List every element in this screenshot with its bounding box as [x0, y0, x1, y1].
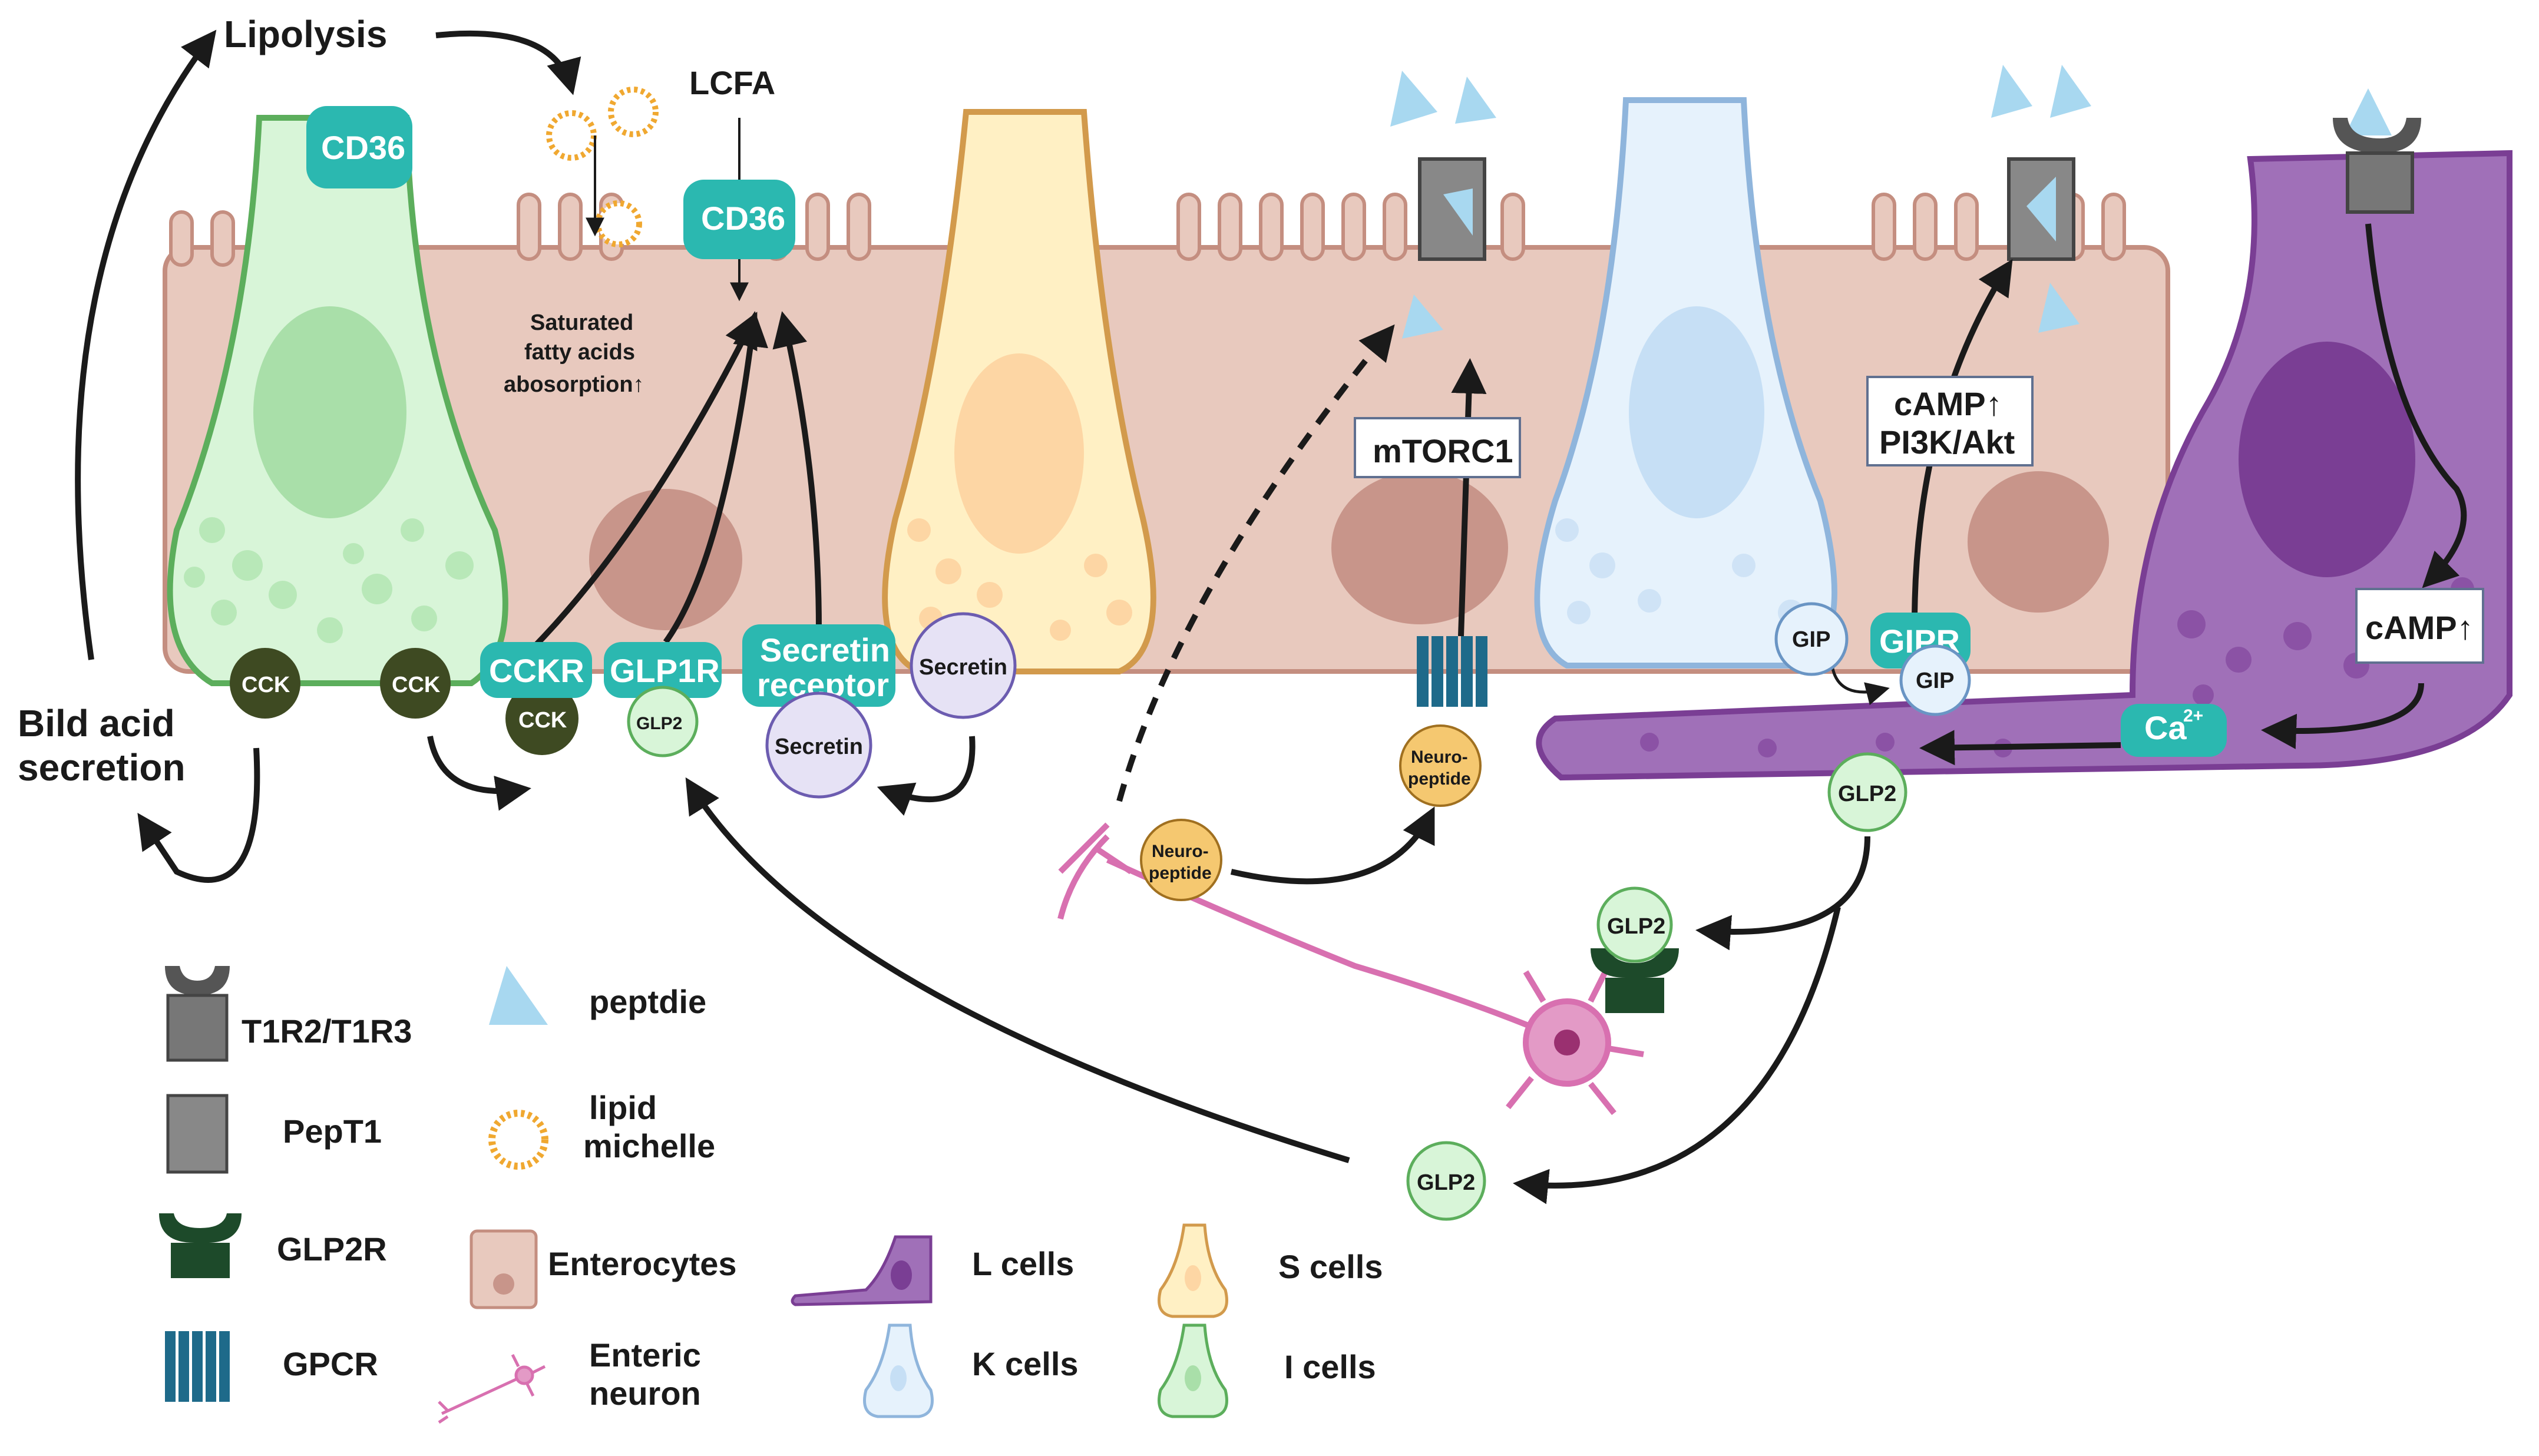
neuropeptide-a: Neuro- peptide — [1399, 724, 1482, 807]
svg-text:peptide: peptide — [1408, 769, 1471, 789]
camp-lcell-box: cAMP↑ — [2355, 588, 2484, 664]
svg-text:Secretin: Secretin — [775, 734, 863, 759]
svg-text:Ca: Ca — [2144, 709, 2187, 746]
legend-icell-icon — [1158, 1323, 1228, 1418]
legend-scells-label: S cells — [1278, 1248, 1383, 1285]
glp2-circle-c: GLP2 — [1406, 1141, 1486, 1221]
legend-enterocyte-icon — [470, 1229, 538, 1309]
secretin-circle-1: Secretin — [910, 612, 1017, 719]
legend-neuron-icon — [438, 1354, 546, 1424]
secretin-receptor-box: Secretin receptor — [742, 624, 895, 707]
legend-scell-icon — [1158, 1223, 1228, 1318]
svg-text:Secretin: Secretin — [760, 631, 890, 669]
legend-kcells-label: K cells — [972, 1345, 1079, 1382]
t1r-receptor — [2333, 118, 2421, 214]
svg-text:Secretin: Secretin — [919, 655, 1007, 680]
svg-text:GLP2: GLP2 — [1838, 782, 1896, 806]
legend-t1r-label: T1R2/T1R3 — [242, 1012, 412, 1050]
legend-enterocytes-label: Enterocytes — [548, 1245, 737, 1282]
gip-circle-1: GIP — [1774, 602, 1849, 676]
lcfa-label: LCFA — [689, 64, 775, 101]
cd36-entero-label: CD36 — [701, 200, 785, 237]
svg-text:mTORC1: mTORC1 — [1373, 432, 1513, 469]
legend-lcells-label: L cells — [972, 1245, 1074, 1282]
pept1-transporter — [1418, 157, 2075, 261]
glp1r-box: GLP1R — [604, 642, 722, 698]
legend-icells-label: I cells — [1284, 1348, 1376, 1385]
legend-pept1-label: PepT1 — [283, 1113, 382, 1150]
gip-circle-2: GIP — [1899, 644, 1971, 716]
legend-glp2r-icon — [159, 1213, 242, 1278]
lipolysis-label: Lipolysis — [224, 13, 387, 55]
svg-text:cAMP↑: cAMP↑ — [1894, 385, 2002, 422]
legend-lipid-line2: michelle — [583, 1127, 715, 1164]
svg-text:GLP2: GLP2 — [1607, 914, 1665, 939]
cckr-box: CCKR — [480, 642, 592, 698]
i-cell — [167, 115, 508, 686]
svg-text:GIP: GIP — [1916, 669, 1954, 693]
legend-lipid-icon — [488, 1110, 548, 1170]
saturated-line2: fatty acids — [524, 340, 635, 365]
peptides — [1390, 65, 2392, 339]
svg-text:CCK: CCK — [518, 708, 567, 733]
bile-label-line1: Bild acid — [18, 702, 175, 744]
legend: T1R2/T1R3 PepT1 GLP2R GPCR peptdie lipid… — [159, 966, 1383, 1424]
svg-text:CCKR: CCKR — [489, 652, 584, 689]
svg-text:cAMP↑: cAMP↑ — [2365, 609, 2474, 646]
svg-text:GLP2: GLP2 — [1417, 1170, 1475, 1195]
legend-gpcr-icon — [165, 1331, 230, 1402]
cd36-entero-box: CD36 — [683, 180, 795, 259]
legend-gpcr-label: GPCR — [283, 1345, 378, 1382]
svg-text:GIP: GIP — [1792, 627, 1830, 652]
l-cell — [1536, 150, 2512, 781]
s-cell — [882, 109, 1156, 674]
svg-text:GLP2: GLP2 — [636, 714, 682, 733]
svg-text:Neuro-: Neuro- — [1411, 747, 1468, 767]
svg-text:Neuro-: Neuro- — [1152, 842, 1209, 861]
legend-kcell-icon — [863, 1323, 934, 1418]
cck-3: CCK — [505, 682, 578, 755]
legend-lipid-line1: lipid — [589, 1089, 657, 1126]
svg-text:PI3K/Akt: PI3K/Akt — [1879, 423, 2015, 461]
legend-pept1-icon — [166, 1094, 229, 1174]
cck-1: CCK — [230, 648, 300, 719]
mtorc1-box: mTORC1 — [1354, 417, 1521, 478]
neuropeptide-b: Neuro- peptide — [1140, 819, 1222, 901]
legend-glp2r-label: GLP2R — [277, 1230, 387, 1268]
saturated-line3: abosorption↑ — [504, 372, 644, 397]
cd36-icell-label: CD36 — [321, 129, 405, 166]
glp2-circle-a: GLP2 — [1827, 752, 1907, 832]
legend-lcell-icon — [791, 1235, 933, 1306]
cd36-icell-box: CD36 — [306, 106, 412, 188]
legend-peptide-label: peptdie — [589, 983, 706, 1020]
legend-t1r-icon — [165, 966, 230, 1062]
glp2-receptor — [1591, 948, 1679, 1013]
cck-2: CCK — [380, 648, 451, 719]
glp2-small-circle: GLP2 — [627, 686, 699, 757]
saturated-line1: Saturated — [530, 310, 633, 335]
legend-enteric-line1: Enteric — [589, 1336, 701, 1374]
legend-enteric-line2: neuron — [589, 1375, 701, 1412]
svg-text:CCK: CCK — [242, 673, 290, 697]
calcium-box: Ca 2+ — [2121, 704, 2227, 757]
svg-text:peptide: peptide — [1149, 863, 1212, 883]
legend-peptide-icon — [489, 966, 548, 1025]
svg-text:2+: 2+ — [2183, 706, 2203, 726]
svg-text:CCK: CCK — [392, 673, 441, 697]
camp-pi3k-box: cAMP↑ PI3K/Akt — [1866, 376, 2034, 466]
gpcr — [1417, 636, 1487, 707]
bile-label-line2: secretion — [18, 746, 186, 789]
glp2-circle-b: GLP2 — [1596, 886, 1673, 963]
svg-text:GLP1R: GLP1R — [610, 652, 720, 689]
secretin-circle-2: Secretin — [765, 691, 872, 799]
